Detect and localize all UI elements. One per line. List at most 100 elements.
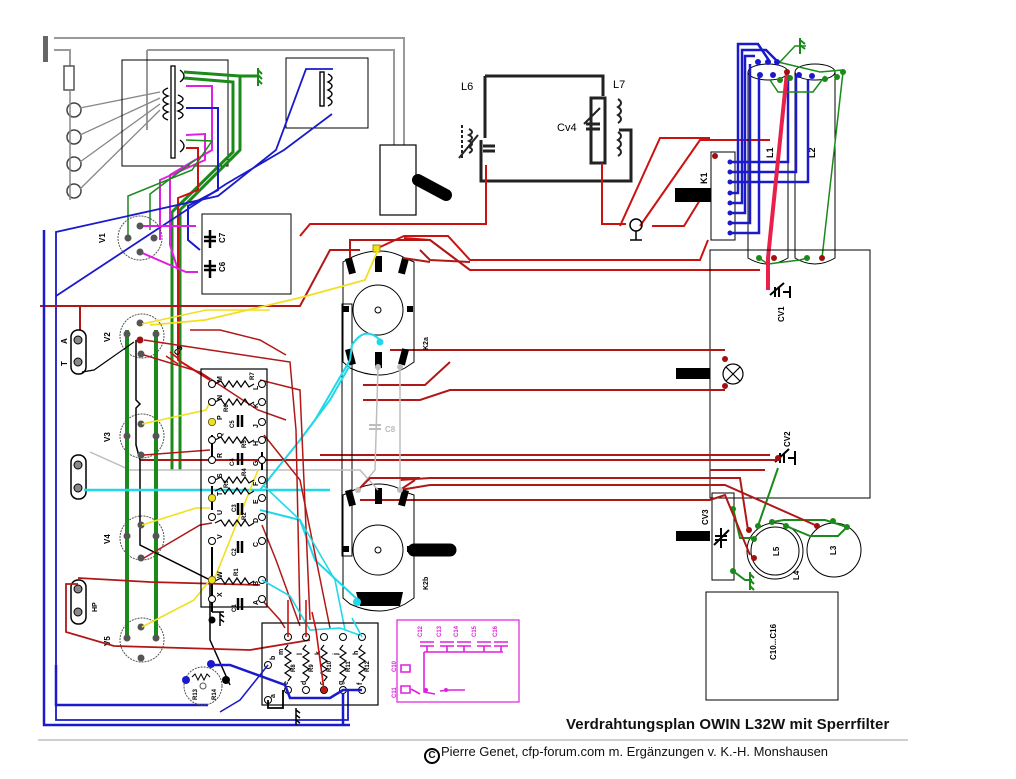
- choke-l6-icon: [319, 71, 333, 107]
- label-c7: C7: [218, 232, 227, 243]
- component-label: R1: [234, 568, 240, 576]
- resistor-board-component-labels: R7 R6 C5 R5 C4 R4 R3 C3 R2 C2 R1 C1: [224, 372, 256, 612]
- dial-lamp-icon: [722, 363, 744, 385]
- resistor-board-left-labels: M N P Q R S T U V W X: [217, 376, 224, 597]
- component-label: R9: [309, 664, 315, 672]
- label-l1: L1: [765, 147, 775, 158]
- fuse: [63, 65, 75, 91]
- pin-label: V: [217, 534, 224, 539]
- pin-label: D: [253, 518, 260, 523]
- cap-bank-labels: C12 C13 C14 C15 C16 C10 C11: [392, 625, 499, 698]
- label-a: A: [60, 338, 69, 344]
- pin-label: a: [270, 694, 277, 698]
- capacitor-box-c10-c16: [705, 591, 839, 701]
- label-c8: C8: [385, 425, 396, 434]
- ground-symbol: [799, 38, 806, 54]
- pin-label: f: [357, 682, 364, 685]
- label-hp: HP: [92, 602, 99, 612]
- trimmer-cv3-box: [711, 492, 735, 581]
- pin-label: T: [217, 491, 224, 496]
- label-v2: V2: [103, 332, 112, 342]
- diagram-title: Verdrahtungsplan OWIN L32W mit Sperrfilt…: [566, 716, 890, 733]
- pin-label: K: [253, 403, 260, 408]
- component-label: C5: [230, 420, 236, 428]
- chassis-outline: [709, 249, 871, 499]
- yellow-terminal: [372, 244, 381, 253]
- pin-label: Q: [217, 432, 224, 438]
- pin-label: G: [253, 460, 260, 466]
- pin-label: S: [217, 473, 224, 478]
- component-label: R3: [224, 480, 230, 488]
- band-switch-k2a: [342, 250, 415, 376]
- antenna-symbol: [629, 218, 643, 241]
- mains-wires: [54, 37, 405, 145]
- pin-label: M: [217, 376, 224, 382]
- label-k1: K1: [699, 172, 709, 184]
- pin-label: l: [297, 653, 304, 655]
- component-label: R7: [250, 372, 256, 380]
- volume-potentiometer-r13-r14: [183, 666, 223, 706]
- label-v1: V1: [98, 233, 107, 243]
- lower-resistor-board: [261, 622, 379, 706]
- ground-symbol: [257, 68, 263, 86]
- copyright-icon: C: [424, 748, 440, 764]
- label-l3: L3: [829, 545, 838, 555]
- component-label: C2: [232, 548, 238, 556]
- component-label: C12: [418, 625, 424, 637]
- tube-v1: [117, 215, 163, 261]
- component-label: C13: [437, 625, 443, 637]
- pin-label: e: [283, 681, 290, 685]
- pin-label: d: [301, 681, 308, 685]
- component-label: C15: [472, 625, 478, 637]
- pin-label: J: [253, 424, 260, 428]
- transformer-windings: [162, 69, 185, 153]
- pin-label: B: [253, 581, 260, 586]
- pin-label: A: [253, 600, 260, 605]
- credit-text: Pierre Genet, cfp-forum.com m. Ergänzung…: [441, 744, 829, 759]
- footer-divider: [38, 739, 908, 741]
- knob-cv3: [676, 531, 710, 541]
- pin-label: j: [333, 653, 340, 656]
- pin-label: m: [278, 649, 285, 655]
- switch-shaft: [341, 303, 353, 557]
- resistor-board-right-labels: L K J H G F E D C B A: [253, 385, 260, 605]
- label-r14: R14: [212, 688, 218, 700]
- band-switch-k2b: [342, 483, 415, 612]
- component-label: C16: [493, 625, 499, 637]
- label-l7: L7: [613, 79, 625, 91]
- pin-label: g: [338, 681, 345, 685]
- ground-symbol: [749, 572, 755, 591]
- knob-k3: [412, 174, 452, 201]
- label-v5: V5: [103, 636, 112, 646]
- component-label: R5: [242, 440, 248, 448]
- trimmer-cv1: [769, 282, 791, 298]
- pin-label: H: [253, 441, 260, 446]
- component-label: C14: [454, 625, 460, 637]
- power-plug-icon: [43, 36, 48, 62]
- label-l2: L2: [807, 147, 817, 158]
- pin-label: X: [217, 592, 224, 597]
- pin-label: E: [253, 499, 260, 504]
- switch-k1: [710, 151, 736, 241]
- label-cv4: Cv4: [557, 122, 577, 134]
- label-t: T: [60, 361, 69, 366]
- label-k2b: K2b: [423, 577, 430, 590]
- capacitor-bank-c10-c16: [396, 619, 520, 703]
- pin-label: F: [253, 481, 260, 486]
- label-cv1: CV1: [777, 306, 786, 322]
- pin-label: U: [217, 510, 224, 515]
- label-v3: V3: [103, 432, 112, 442]
- voltage-selector: [66, 90, 82, 200]
- label-k2a: K2a: [423, 337, 430, 350]
- label-cv2: CV2: [783, 431, 792, 447]
- pin-label: C: [253, 542, 260, 547]
- pin-label: L: [253, 385, 260, 390]
- pin-label: N: [217, 395, 224, 400]
- transformer-core: [170, 65, 176, 159]
- ground-symbol: [295, 708, 301, 725]
- pin-label: W: [217, 571, 224, 578]
- label-cv3: CV3: [701, 509, 710, 525]
- component-label: R6: [224, 404, 230, 412]
- coil-l2-outline: [794, 63, 836, 265]
